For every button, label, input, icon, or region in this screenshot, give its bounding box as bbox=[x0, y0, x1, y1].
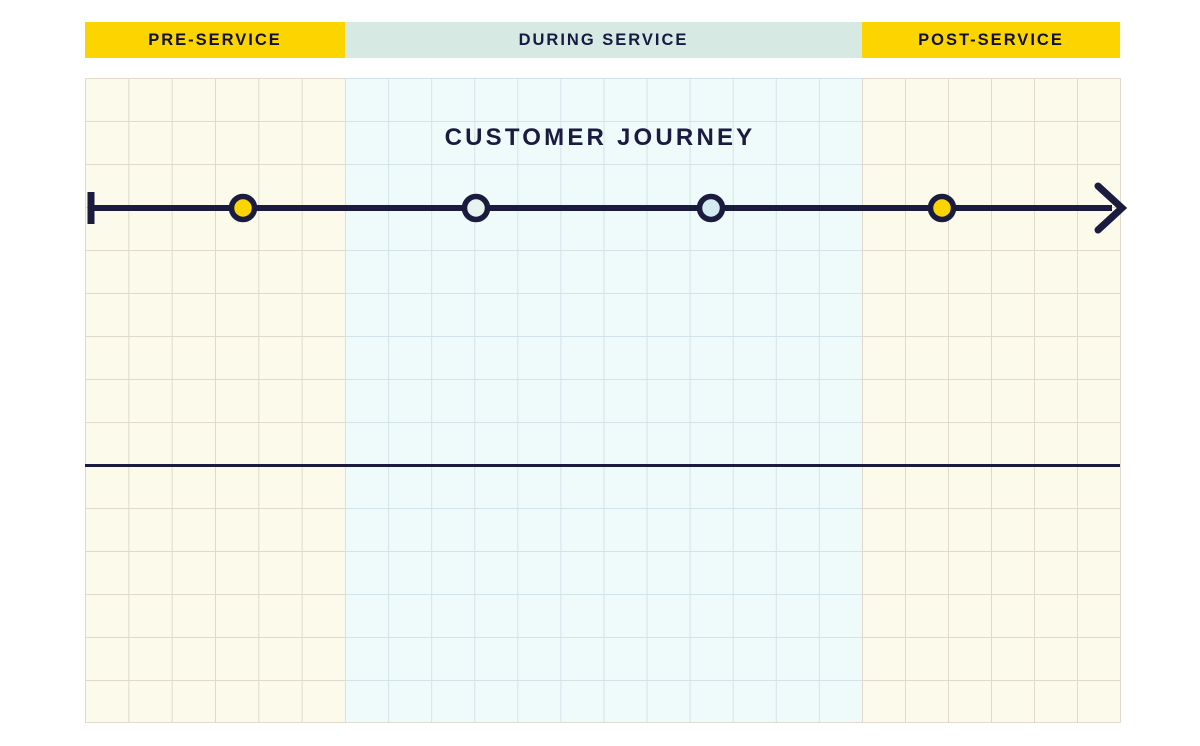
phase-band-pre-service[interactable]: PRE-SERVICE bbox=[85, 22, 345, 58]
phase-band-post-service[interactable]: POST-SERVICE bbox=[862, 22, 1120, 58]
phase-label-post-service: POST-SERVICE bbox=[918, 30, 1064, 49]
touchpoint-dot-1[interactable] bbox=[228, 193, 258, 223]
touchpoint-dot-3[interactable] bbox=[696, 193, 726, 223]
grid-region-post-service bbox=[862, 78, 1120, 722]
section-divider-line bbox=[85, 464, 1120, 467]
phase-label-during-service: DURING SERVICE bbox=[518, 30, 689, 49]
arrow-right-icon bbox=[1094, 182, 1128, 234]
phase-label-pre-service: PRE-SERVICE bbox=[148, 30, 282, 49]
page-title: CUSTOMER JOURNEY bbox=[444, 124, 756, 151]
grid-region-pre-service bbox=[85, 78, 345, 722]
phase-band-during-service[interactable]: DURING SERVICE bbox=[345, 22, 862, 58]
touchpoint-dot-2[interactable] bbox=[461, 193, 491, 223]
touchpoint-dot-4[interactable] bbox=[927, 193, 957, 223]
grid-region-during-service bbox=[345, 78, 862, 722]
